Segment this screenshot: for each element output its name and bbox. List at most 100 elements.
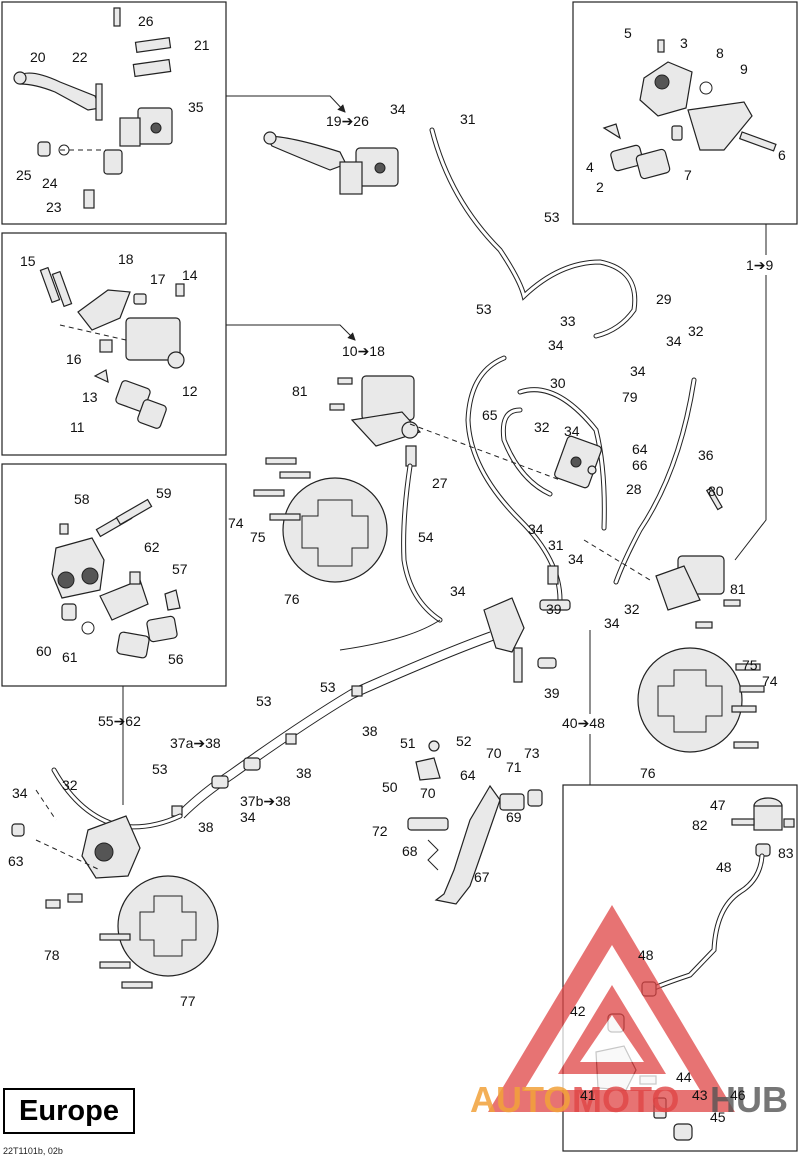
callout-label: 51 (400, 735, 416, 751)
callout-label: 31 (548, 537, 564, 553)
callout-label: 2 (596, 179, 604, 195)
callout-label: 41 (580, 1087, 596, 1103)
callout-label: 34 (528, 521, 544, 537)
callout-label: 42 (570, 1003, 586, 1019)
callout-label: 34 (450, 583, 466, 599)
callout-label: 25 (16, 167, 32, 183)
callout-label: 59 (156, 485, 172, 501)
callout-label: 45 (710, 1109, 726, 1125)
callout-label: 77 (180, 993, 196, 1009)
callout-label: 79 (622, 389, 638, 405)
callout-label: 53 (152, 761, 168, 777)
callout-label: 27 (432, 475, 448, 491)
callout-label: 72 (372, 823, 388, 839)
callout-label: 32 (62, 777, 78, 793)
callout-label: 53 (544, 209, 560, 225)
callout-label: 71 (506, 759, 522, 775)
callout-label: 66 (632, 457, 648, 473)
callout-label: 70 (420, 785, 436, 801)
callout-label: 3 (680, 35, 688, 51)
callout-label: 55➔62 (98, 713, 141, 729)
callout-label: 48 (716, 859, 732, 875)
callout-label: 12 (182, 383, 198, 399)
callout-label: 17 (150, 271, 166, 287)
callout-label: 64 (632, 441, 648, 457)
callout-label: 57 (172, 561, 188, 577)
callout-label: 34 (390, 101, 406, 117)
callout-label: 46 (730, 1087, 746, 1103)
callout-label: 52 (456, 733, 472, 749)
callout-label: 31 (460, 111, 476, 127)
callout-label: 70 (486, 745, 502, 761)
inset-box-front-left-caliper (1, 232, 227, 456)
callout-label: 30 (550, 375, 566, 391)
callout-label: 34 (666, 333, 682, 349)
callout-label: 78 (44, 947, 60, 963)
callout-label: 73 (524, 745, 540, 761)
callout-label: 34 (568, 551, 584, 567)
watermark-text-auto: AUTO (470, 1079, 571, 1120)
front-left-caliper-drawing (39, 266, 185, 429)
callout-label: 14 (182, 267, 198, 283)
callout-label: 43 (692, 1087, 708, 1103)
callout-label: 53 (476, 301, 492, 317)
inset-connector-lines (122, 95, 767, 805)
callout-label: 20 (30, 49, 46, 65)
callout-label: 62 (144, 539, 160, 555)
callout-label: 24 (42, 175, 58, 191)
dashed-alignment-lines (35, 423, 651, 871)
callout-label: 56 (168, 651, 184, 667)
inset-box-reservoir (562, 784, 798, 1152)
callouts-front-left-caliper: 15 18 17 14 16 12 13 11 (20, 251, 198, 435)
callout-label: 64 (460, 767, 476, 783)
callouts-main-assembly: 34 31 53 29 53 33 34 34 32 34 81 30 79 6… (8, 101, 778, 1009)
callout-label: 34 (548, 337, 564, 353)
callout-label: 28 (626, 481, 642, 497)
callout-label: 61 (62, 649, 78, 665)
watermark-logo (488, 905, 735, 1112)
callout-label: 19➔26 (326, 113, 369, 129)
callout-label: 18 (118, 251, 134, 267)
callout-label: 60 (36, 643, 52, 659)
callout-label: 39 (546, 601, 562, 617)
callout-label: 13 (82, 389, 98, 405)
callout-label: 40➔48 (562, 715, 605, 731)
callout-label: 81 (292, 383, 308, 399)
callout-label: 32 (534, 419, 550, 435)
callout-label: 74 (762, 673, 778, 689)
callout-label: 16 (66, 351, 82, 367)
callout-label: 37b➔38 (240, 793, 291, 809)
callout-label: 83 (778, 845, 794, 861)
region-stamp: Europe (3, 1088, 135, 1134)
callouts-rear-caliper: 58 59 62 57 60 61 56 (36, 485, 188, 667)
callout-label: 34 (630, 363, 646, 379)
callout-label: 34 (604, 615, 620, 631)
callout-label: 34 (12, 785, 28, 801)
callout-label: 32 (688, 323, 704, 339)
callout-label: 1➔9 (746, 257, 774, 273)
callout-label: 44 (676, 1069, 692, 1085)
callout-label: 4 (586, 159, 594, 175)
callout-label: 38 (296, 765, 312, 781)
callout-label: 75 (742, 657, 758, 673)
callout-label: 81 (730, 581, 746, 597)
callout-label: 48 (638, 947, 654, 963)
master-cylinder-drawing (13, 7, 173, 209)
callout-label: 33 (560, 313, 576, 329)
callout-label: 22 (72, 49, 88, 65)
callout-label: 15 (20, 253, 36, 269)
rear-caliper-drawing (51, 498, 181, 659)
callout-label: 76 (640, 765, 656, 781)
callout-label: 26 (138, 13, 154, 29)
callout-label: 6 (778, 147, 786, 163)
callout-label: 58 (74, 491, 90, 507)
callouts-reservoir: 47 82 83 48 48 42 44 41 43 46 45 (570, 797, 794, 1125)
front-right-caliper-drawing (602, 39, 777, 180)
callout-label: 32 (624, 601, 640, 617)
callout-label: 39 (544, 685, 560, 701)
callout-label: 82 (692, 817, 708, 833)
callout-label: 7 (684, 167, 692, 183)
callouts-master-cylinder: 20 22 26 21 35 25 24 23 (16, 13, 210, 215)
callout-label: 35 (188, 99, 204, 115)
figure-code: 22T1101b, 02b (3, 1146, 63, 1156)
